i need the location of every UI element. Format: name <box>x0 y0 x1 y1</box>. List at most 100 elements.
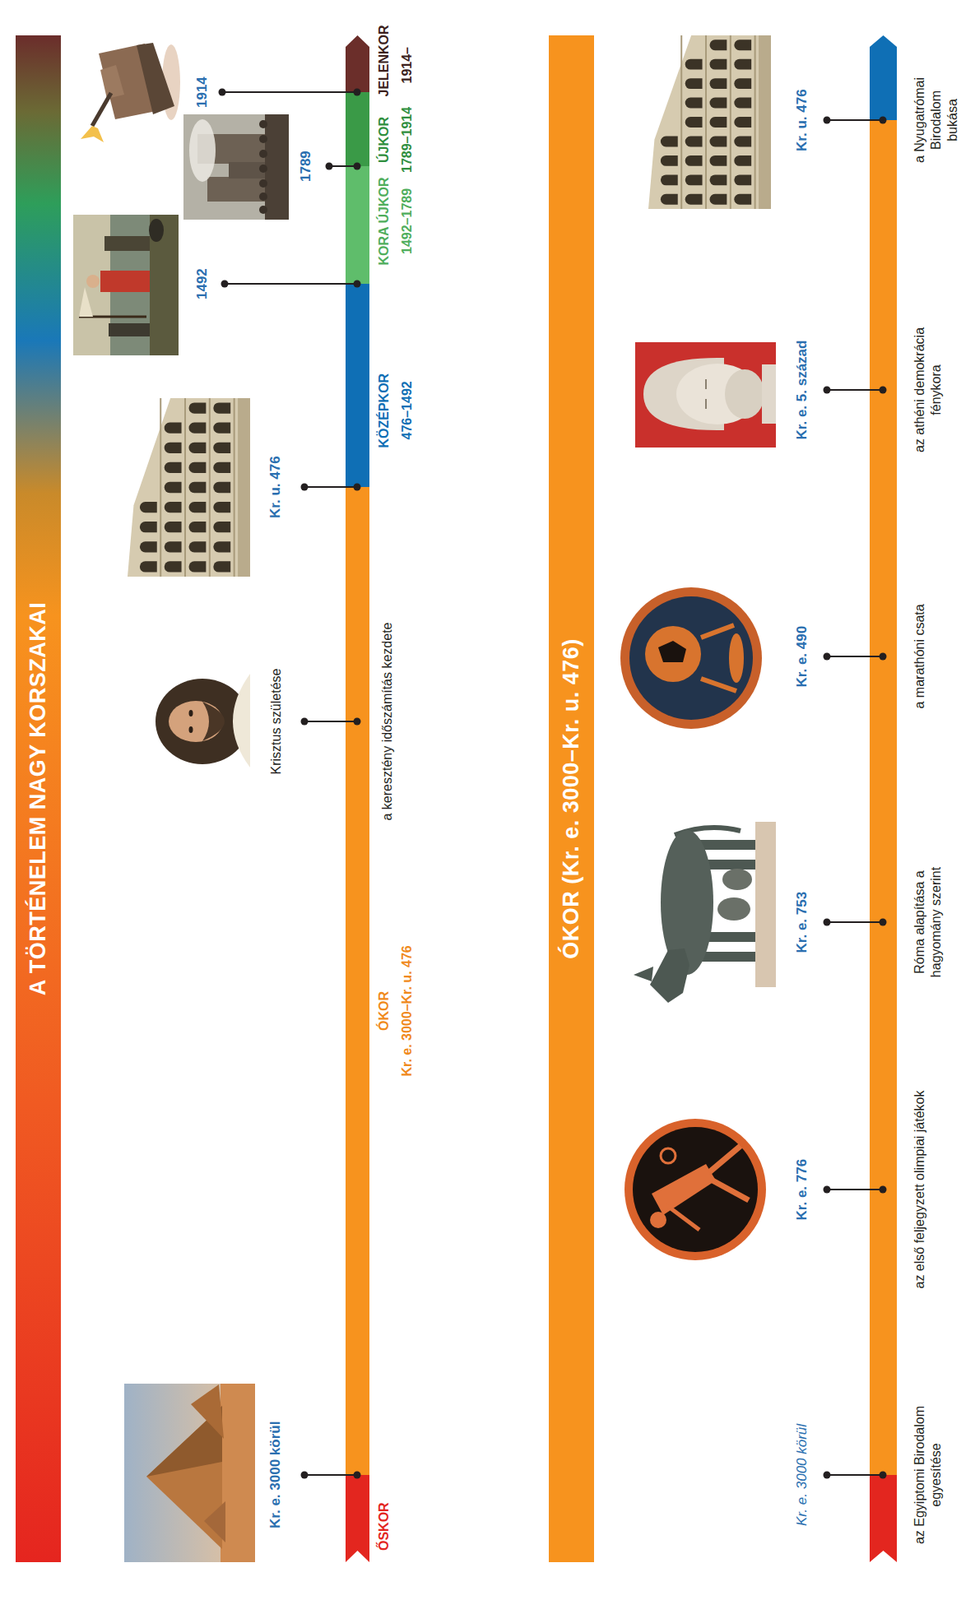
colosseum-arch <box>710 78 728 89</box>
portrait-robe <box>232 673 251 768</box>
colosseum-arch <box>164 501 182 513</box>
colosseum-arch <box>139 501 158 513</box>
painting-flag <box>78 287 93 317</box>
colosseum-arch <box>733 155 752 167</box>
date-label: Kr. e. 753 <box>793 891 811 954</box>
colosseum-arch <box>188 482 206 493</box>
colosseum-arch <box>164 462 182 474</box>
bust-base <box>761 364 776 424</box>
tick-line <box>329 165 358 168</box>
bust-background <box>635 342 776 448</box>
statue-twin <box>722 868 753 891</box>
portrait-beard <box>202 701 225 742</box>
painting-crowd-head <box>259 192 268 201</box>
tick-dot <box>353 1471 362 1480</box>
era-bar-segment <box>345 35 370 93</box>
title-band: A TÖRTÉNELEM NAGY KORSZAKAI <box>15 35 61 1563</box>
period-band: ÓKOR (Kr. e. 3000–Kr. u. 476) <box>548 35 595 1563</box>
tick-dot <box>879 116 887 125</box>
date-label: Kr. e. 776 <box>793 1159 811 1222</box>
statue-pedestal <box>755 821 776 988</box>
date-label: Kr. e. 5. század <box>793 340 811 441</box>
era-bar-segment <box>869 35 897 121</box>
era-bar-segment <box>345 166 370 284</box>
vase-rooster <box>658 640 687 663</box>
colosseum-arch <box>213 501 231 513</box>
colosseum-arch <box>213 482 231 493</box>
vase-figure <box>660 1148 676 1164</box>
colosseum-arch <box>189 561 207 572</box>
vase-shield <box>645 626 702 683</box>
tick-line <box>826 119 883 121</box>
colosseum-arch <box>189 442 207 454</box>
tank-turret <box>100 65 125 99</box>
painting-crowd <box>264 114 289 220</box>
painting-head <box>86 274 100 288</box>
era-bar-segment <box>345 283 370 488</box>
colosseum-arch <box>189 402 207 414</box>
vase-center <box>632 1127 758 1253</box>
colosseum-arch <box>660 194 678 205</box>
colosseum-arch <box>164 442 182 454</box>
painting-figure <box>148 218 164 242</box>
event-description: a Nyugatrómai Birodalom bukása <box>911 74 962 167</box>
painting-crowd-head <box>259 179 268 188</box>
painting-crowd-head <box>259 149 268 158</box>
pyramid-shape <box>204 1501 226 1543</box>
vase-center <box>629 596 753 720</box>
vase-figure <box>651 1164 716 1216</box>
tick-dot <box>325 162 334 171</box>
painting-ground <box>183 114 289 220</box>
vase-figure <box>728 633 744 683</box>
tick-dot <box>301 1471 309 1480</box>
vase-figure <box>712 1180 749 1201</box>
colosseum-arch <box>213 402 231 414</box>
colosseum-facade <box>648 35 771 209</box>
colosseum-arch <box>164 482 182 493</box>
tick-dot <box>823 1471 832 1480</box>
colosseum-arch <box>660 174 678 186</box>
tick-dot <box>823 1186 832 1194</box>
colosseum-arch <box>733 135 752 147</box>
colosseum-arch <box>710 174 728 186</box>
statue-twin <box>717 897 751 921</box>
tick-dot <box>353 162 362 171</box>
statue-leg <box>699 951 756 962</box>
era-bar-segment <box>345 487 370 1476</box>
colosseum-cornice <box>233 398 236 577</box>
statue-head <box>650 948 690 1003</box>
colosseum-cornice <box>754 35 757 209</box>
tick-dot <box>823 653 832 661</box>
tank-track <box>136 42 175 115</box>
date-label: 1492 <box>194 268 211 300</box>
era-label: ÓKOR <box>376 991 392 1031</box>
tick-dot <box>353 280 362 288</box>
tick-dot <box>879 386 887 395</box>
colosseum-arch <box>213 541 231 553</box>
event-description: az Egyiptomi Birodalom egyesítése <box>911 1392 945 1558</box>
bust-eye <box>705 379 707 390</box>
painting-crowd-head <box>259 164 268 173</box>
tick-dot <box>823 116 832 125</box>
painting-wall <box>228 162 265 179</box>
vase-figure <box>701 678 737 692</box>
pyramid-sky <box>124 1383 256 1563</box>
colosseum-arch <box>189 462 207 474</box>
pyramid-sand <box>220 1383 256 1563</box>
band-title: ÓKOR (Kr. e. 3000–Kr. u. 476) <box>558 638 585 960</box>
colosseum-base <box>758 35 771 209</box>
tick-line <box>222 91 358 93</box>
painting-ground <box>73 214 179 356</box>
painting-smoke <box>189 119 216 182</box>
colosseum-arch <box>685 97 703 109</box>
tick-line <box>304 486 358 488</box>
tank-barrel <box>92 92 112 126</box>
colosseum-arch <box>213 422 231 434</box>
tick-dot <box>879 1471 887 1480</box>
title-text: A TÖRTÉNELEM NAGY KORSZAKAI <box>25 602 52 997</box>
painting-figure <box>108 323 150 337</box>
painting-tower <box>207 176 265 202</box>
statue-leg <box>697 840 756 850</box>
colosseum-arch <box>660 135 678 147</box>
colosseum-cornice <box>184 398 186 577</box>
